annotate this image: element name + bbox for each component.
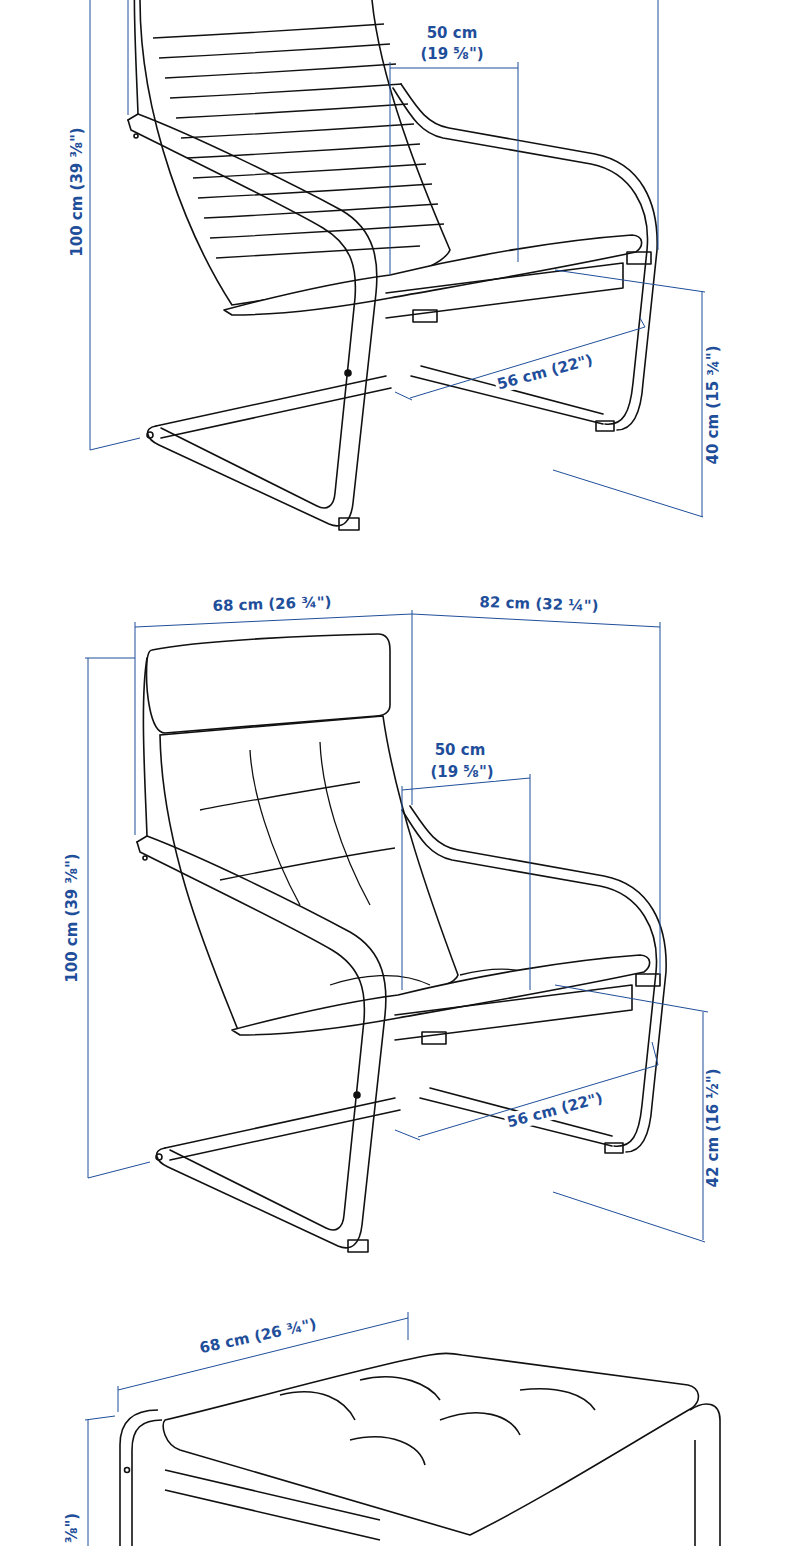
dimension-label: 68 cm (26 ¾") <box>210 593 334 615</box>
dimension-label: 56 cm (22") <box>493 350 596 394</box>
dimension-label: 100 cm (39 ⅜") <box>63 851 81 984</box>
dimension-label: 42 cm (16 ½") <box>704 1067 722 1190</box>
dimension-label: 50 cm <box>433 741 488 759</box>
back-cushion <box>160 716 458 1030</box>
dimension-label: 68 cm (26 ¾") <box>196 1314 320 1357</box>
dimension-label: 50 cm <box>425 24 480 42</box>
top-chair <box>128 0 657 530</box>
dimension-label: ⅜") <box>63 1511 81 1545</box>
middle-chair <box>137 634 666 1252</box>
dimension-label: 100 cm (39 ⅜") <box>68 125 86 258</box>
footstool <box>120 1354 720 1546</box>
dimension-label: 40 cm (15 ¾") <box>704 344 722 467</box>
cushion-stripes <box>153 24 444 258</box>
dimension-lines <box>85 0 708 1546</box>
dimension-label: 82 cm (32 ¼") <box>477 593 601 615</box>
dimension-label: (19 ⅝") <box>428 763 495 781</box>
back-cushion <box>140 0 450 305</box>
dimension-label: (19 ⅝") <box>418 45 485 63</box>
dimension-label: 56 cm (22") <box>503 1088 606 1132</box>
cushion-tufts <box>200 742 545 985</box>
